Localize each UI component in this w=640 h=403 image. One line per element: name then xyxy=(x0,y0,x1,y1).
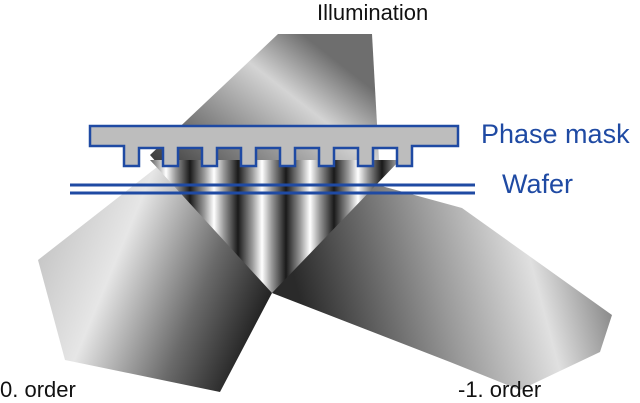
phase-mask-label: Phase mask xyxy=(481,119,630,149)
minus-one-order-beam xyxy=(272,178,612,390)
zero-order-label: 0. order xyxy=(0,377,76,402)
wafer-label: Wafer xyxy=(502,169,573,199)
illumination-label: Illumination xyxy=(317,0,428,25)
wafer xyxy=(70,183,475,195)
phase-mask xyxy=(88,124,460,168)
minus-one-order-label: -1. order xyxy=(458,377,541,402)
